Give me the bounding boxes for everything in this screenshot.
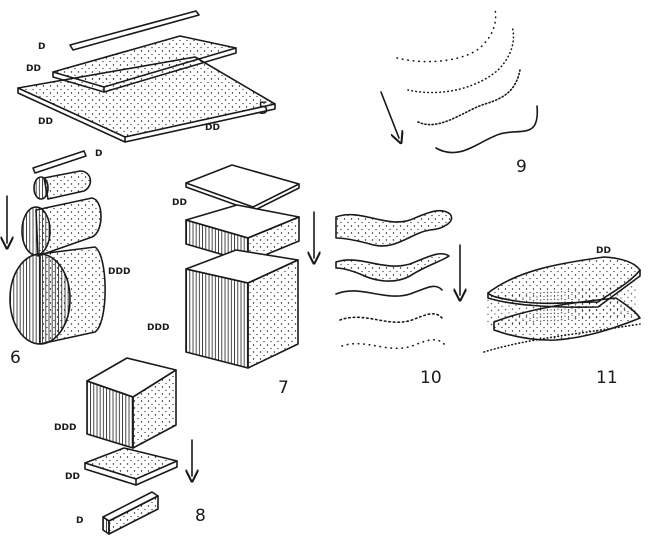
medium-cylinder (35, 197, 102, 257)
curve-3 (417, 69, 521, 126)
figure-6-rods (7, 150, 106, 345)
wave-dash-1 (339, 313, 443, 323)
tag-dd-5c: DD (205, 123, 220, 133)
tag-d-6: D (95, 149, 102, 159)
tag-dd-7: DD (172, 198, 187, 208)
wave-thin (335, 252, 450, 282)
figure-10-waves (335, 209, 460, 350)
tag-dd-5a: DD (26, 64, 41, 74)
thin-rod (32, 150, 87, 174)
figure-8-cube (84, 357, 192, 535)
tag-ddd-6: DDD (108, 267, 130, 277)
figure-11-layers (483, 256, 641, 353)
large-sheet (17, 56, 276, 138)
curve-2 (407, 25, 515, 94)
figure-number-7: 7 (278, 378, 289, 398)
tag-d-8: D (76, 516, 83, 526)
tag-dd-5b: DD (38, 117, 53, 127)
figure-number-9: 9 (516, 157, 527, 177)
tag-ddd-8: DDD (54, 423, 76, 433)
wave-line (335, 285, 443, 297)
figure-number-6: 6 (10, 348, 21, 368)
top-plate (185, 164, 300, 208)
figure-9-curves (380, 8, 538, 154)
cube-side (132, 369, 177, 449)
figure-number-11: 11 (596, 368, 618, 388)
small-cylinder (43, 170, 92, 200)
figure-numbers: 5 6 7 8 9 10 11 (10, 99, 618, 526)
figure-number-8: 8 (195, 506, 206, 526)
thin-strip (69, 10, 200, 51)
tag-d-5: D (38, 42, 45, 52)
wave-dash-2 (341, 339, 445, 350)
tag-dd-11: DD (596, 246, 611, 256)
bottom-layer (486, 285, 638, 329)
tag-dd-8: DD (65, 472, 80, 482)
arrow-9 (380, 91, 399, 138)
figure-7-blocks (185, 164, 314, 369)
bottom-layer-edge (483, 323, 641, 353)
tag-ddd-7: DDD (147, 323, 169, 333)
figure-number-10: 10 (420, 368, 442, 388)
figure-5-sheets (17, 10, 276, 143)
curve-1 (396, 8, 497, 63)
thin-slab (84, 447, 178, 480)
curve-4 (435, 105, 538, 154)
figure-number-5: 5 (258, 99, 269, 119)
dimension-tags: D DD DD DD D DDD DD DDD DDD DD D DD (26, 42, 611, 526)
wave-thick (335, 209, 453, 247)
